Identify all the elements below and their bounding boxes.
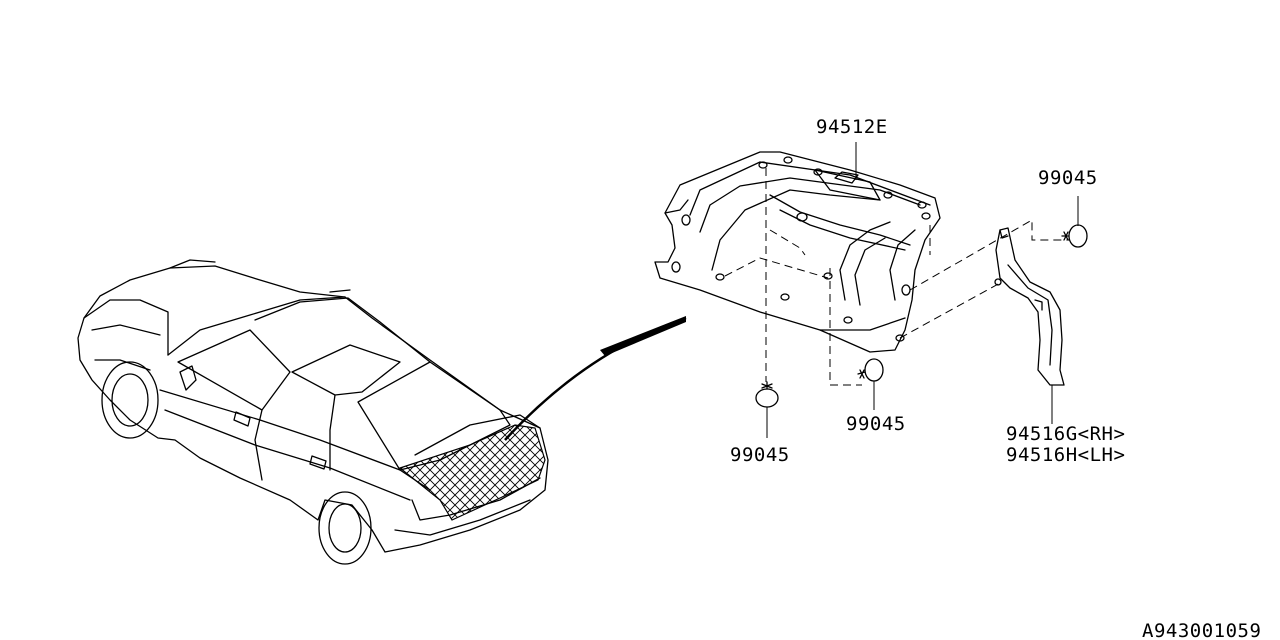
car-illustration (77, 259, 687, 565)
label-clip-top-right: 99045 (1038, 167, 1098, 189)
assembly-lines (724, 168, 1070, 386)
clip-bottom-left-icon (755, 381, 779, 438)
clip-bottom-mid-icon (857, 358, 884, 410)
label-side-trim-rh: 94516G<RH> (1006, 423, 1125, 445)
clip-top-right-icon (1061, 196, 1088, 248)
panel-holes (671, 156, 931, 342)
label-side-trim-lh: 94516H<LH> (1006, 444, 1125, 466)
trunk-trim-panel (654, 142, 941, 353)
label-clip-bottom-left: 99045 (730, 444, 790, 466)
label-clip-bottom-mid: 99045 (846, 413, 906, 435)
label-trim-panel: 94512E (816, 116, 888, 138)
side-trim (994, 227, 1065, 424)
label-diagram-code: A943001059 (1142, 620, 1261, 640)
